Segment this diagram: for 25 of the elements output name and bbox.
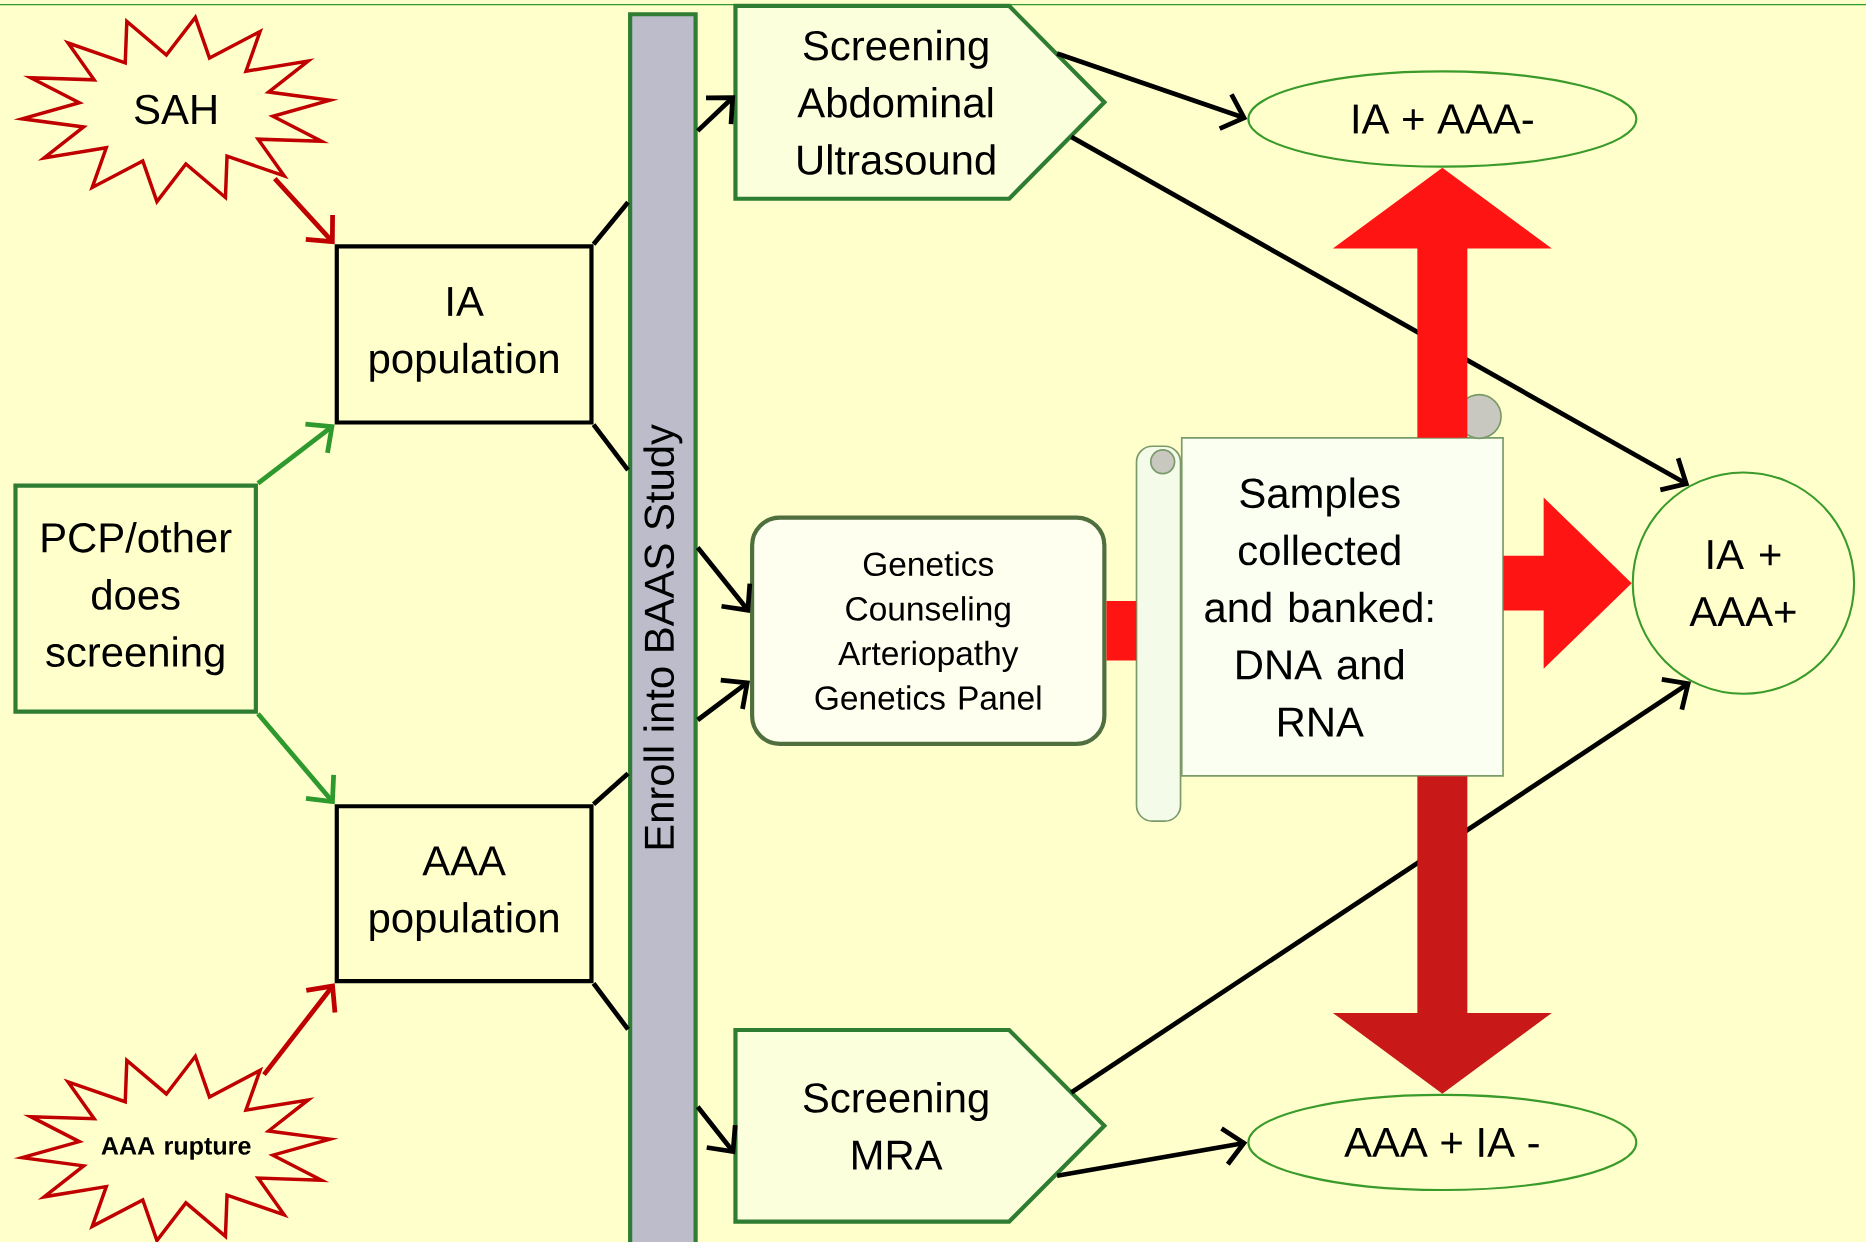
connector-line	[591, 981, 630, 1031]
connector-bar	[1106, 600, 1137, 661]
connector-line	[591, 771, 630, 806]
arrow	[1070, 134, 1690, 492]
arrow	[1056, 51, 1248, 131]
connector-line	[591, 200, 630, 246]
vertical-bar: Enroll into BAAS Study	[628, 12, 698, 1242]
block-arrow	[1332, 167, 1552, 438]
block-arrow	[1332, 776, 1552, 1094]
scroll-note: Samples collected and banked: DNA and RNA	[1135, 393, 1504, 822]
pentagon-box: Screening MRA	[733, 1027, 1108, 1224]
process-box: PCP/other does screening	[13, 483, 258, 714]
arrow	[1070, 676, 1691, 1095]
block-arrow	[1503, 497, 1632, 669]
arrow	[256, 421, 335, 486]
arrow	[273, 176, 335, 245]
connector-line	[591, 422, 630, 472]
process-box: AAA population	[334, 803, 594, 984]
arrow	[1056, 1126, 1248, 1178]
arrow	[695, 545, 753, 613]
arrow	[256, 712, 336, 804]
rounded-box: Genetics Counseling Arteriopathy Genetics Panel	[750, 515, 1107, 746]
arrow	[262, 983, 338, 1076]
process-box: IA population	[334, 244, 594, 425]
pentagon-box: Screening Abdominal Ultrasound	[733, 3, 1108, 201]
